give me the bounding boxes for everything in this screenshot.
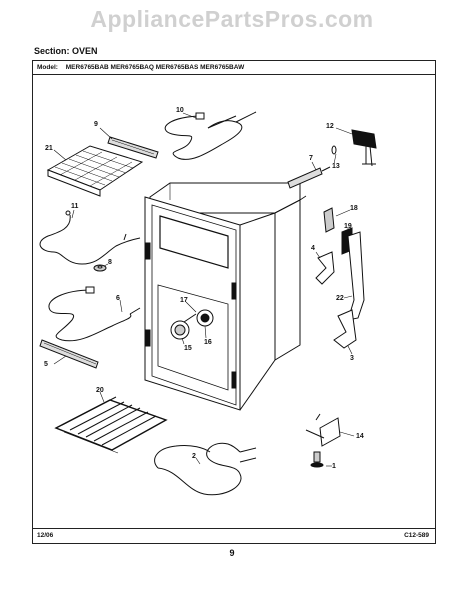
leveling-foot-1[interactable] xyxy=(310,451,324,468)
oven-rack-20[interactable] xyxy=(54,396,168,454)
callout-20: 20 xyxy=(96,387,104,394)
model-list: MER6765BAB MER6765BAQ MER6765BAS MER6765… xyxy=(65,64,245,71)
page-number: 9 xyxy=(229,548,235,558)
callout-4: 4 xyxy=(311,245,315,252)
callout-5: 5 xyxy=(44,361,48,368)
callout-22: 22 xyxy=(336,295,344,302)
callout-3: 3 xyxy=(350,355,354,362)
callout-18: 18 xyxy=(350,205,358,212)
broil-element-top[interactable] xyxy=(164,111,257,160)
section-label: Section: xyxy=(34,46,70,56)
callout-9: 9 xyxy=(94,121,98,128)
callout-16: 16 xyxy=(204,339,212,346)
rack-support-5[interactable] xyxy=(39,339,99,369)
watermark-logo: AppliancePartsPros.com xyxy=(90,6,374,32)
nut-8[interactable] xyxy=(93,264,107,272)
bracket-18[interactable] xyxy=(323,207,335,233)
footer-date: 12/06 xyxy=(37,532,54,539)
clip-13[interactable] xyxy=(331,145,337,155)
callout-14: 14 xyxy=(356,433,364,440)
footer-bar: 12/06 C12-589 xyxy=(33,528,435,543)
callout-8: 8 xyxy=(108,259,112,266)
bracket-14[interactable] xyxy=(305,413,341,447)
diagram-frame: Model: MER6765BAB MER6765BAQ MER6765BAS … xyxy=(32,60,436,544)
callout-6: 6 xyxy=(116,295,120,302)
callout-11: 11 xyxy=(71,203,79,210)
section-title: Section: OVEN xyxy=(34,46,98,56)
broil-rack-21[interactable] xyxy=(46,145,144,197)
footer-code: C12-589 xyxy=(404,532,429,539)
callout-2: 2 xyxy=(192,453,196,460)
oven-cavity[interactable] xyxy=(144,182,307,411)
sensor-probe-7[interactable] xyxy=(287,166,331,189)
model-bar: Model: MER6765BAB MER6765BAQ MER6765BAS … xyxy=(33,61,435,75)
section-value: OVEN xyxy=(72,46,98,56)
callout-7: 7 xyxy=(309,155,313,162)
support-22[interactable] xyxy=(347,231,365,321)
bake-element-6[interactable] xyxy=(48,286,141,342)
element-bracket-9[interactable] xyxy=(107,136,159,159)
callout-17: 17 xyxy=(180,297,188,304)
callout-15: 15 xyxy=(184,345,192,352)
oven-light-assembly[interactable] xyxy=(170,309,214,340)
callout-19: 19 xyxy=(344,223,352,230)
callout-13: 13 xyxy=(332,163,340,170)
bracket-4[interactable] xyxy=(315,251,335,285)
callout-21: 21 xyxy=(45,145,53,152)
model-label: Model: xyxy=(37,64,58,71)
callout-10: 10 xyxy=(176,107,184,114)
heating-element-11[interactable] xyxy=(39,210,141,265)
callout-12: 12 xyxy=(326,123,334,130)
bottom-element-2[interactable] xyxy=(154,442,257,496)
terminal-block-12[interactable] xyxy=(351,129,377,167)
bracket-3[interactable] xyxy=(333,309,357,349)
callout-1: 1 xyxy=(332,463,336,470)
